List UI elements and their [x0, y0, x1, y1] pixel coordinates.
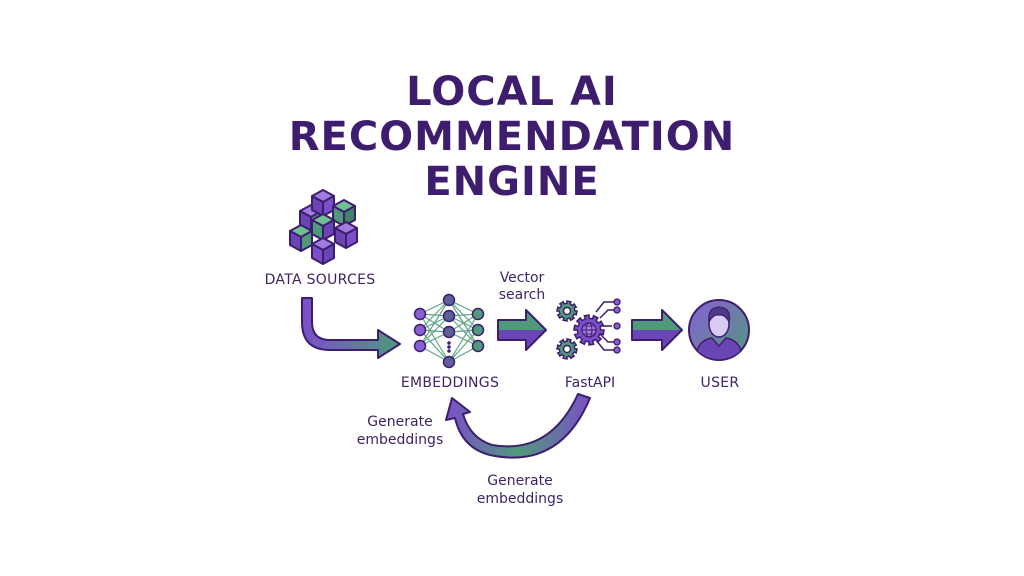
nn-node [442, 325, 456, 339]
edge-label-generate-bottom: Generate embeddings [465, 472, 575, 508]
user-avatar-icon [688, 299, 750, 361]
arrow-embeddings-to-fastapi [497, 309, 547, 351]
edge-label-vector-search: Vector search [482, 270, 562, 304]
title-line-2: RECOMMENDATION [288, 114, 736, 160]
nn-node [471, 339, 485, 353]
edge-label-generate-bottom-line1: Generate [487, 473, 553, 489]
nn-edge [419, 315, 450, 347]
nn-node [413, 307, 427, 321]
arrow-fastapi-to-embeddings-curved [445, 393, 591, 459]
gear-small-top-hub [562, 306, 572, 316]
nn-node [471, 307, 485, 321]
edge-label-generate-left-line2: embeddings [356, 432, 444, 448]
nn-node [442, 309, 456, 323]
gears-network-icon [556, 298, 621, 360]
arrow-data-to-embeddings [301, 297, 401, 359]
nn-node [471, 323, 485, 337]
nn-edge [419, 329, 450, 363]
edge-label-vector-search-line2: search [498, 287, 546, 303]
nn-edge [448, 313, 479, 363]
nn-node [413, 323, 427, 337]
nn-edge [448, 329, 479, 363]
title-line-1: LOCAL AI [406, 69, 618, 115]
edge-label-generate-left-line1: Generate [367, 414, 433, 430]
nn-edge [419, 299, 450, 347]
node-label-user: USER [700, 375, 740, 391]
nn-ellipsis-dot [447, 345, 451, 349]
nn-edge [419, 313, 450, 363]
nn-node [442, 355, 456, 369]
nn-edge [419, 299, 450, 331]
node-label-data-sources: DATA SOURCES [264, 272, 376, 288]
gear-small-bottom-hub [562, 344, 572, 354]
nn-node [442, 293, 456, 307]
node-label-embeddings: EMBEDDINGS [400, 375, 500, 391]
arrow-fastapi-to-user [631, 309, 683, 351]
nn-ellipsis-dot [447, 341, 451, 345]
globe-icon [581, 322, 597, 338]
edge-label-generate-bottom-line2: embeddings [476, 491, 564, 507]
node-label-fastapi: FastAPI [564, 375, 616, 391]
edge-label-vector-search-line1: Vector [499, 270, 545, 286]
edge-label-generate-left: Generate embeddings [345, 413, 455, 449]
nn-node [413, 339, 427, 353]
nn-ellipsis-dot [447, 349, 451, 353]
cubes-icon [289, 189, 358, 265]
neural-network-icon [413, 293, 485, 369]
title-line-3: ENGINE [424, 159, 600, 205]
